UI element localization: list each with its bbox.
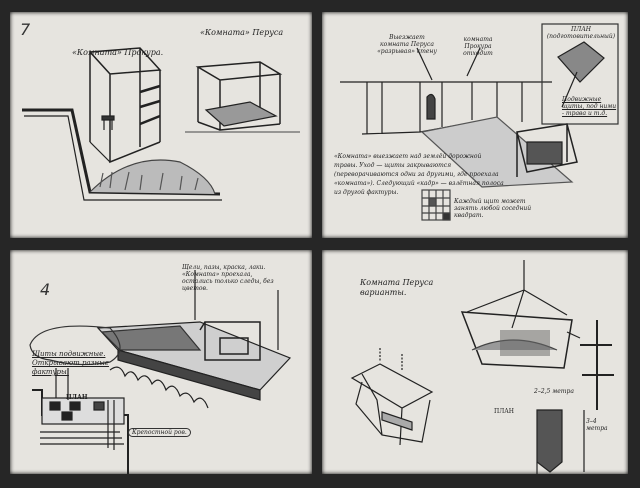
sketch-panel-platform: 4 Щели, пазы, краска, лаки. «Комната» пр…	[10, 250, 312, 474]
sketch-panel-rooms: 7 «Комната» Прокура. «Комната» Перуса	[10, 12, 312, 238]
label-perus-room: «Комната» Перуса	[200, 28, 284, 37]
sketch-panel-wall: Выезжает комната Перуса «разрывая» стену…	[322, 12, 628, 238]
plan-label: ПЛАН	[494, 408, 515, 415]
sketch-platform-drawing	[29, 270, 292, 474]
main-description: «Комната» выезжает над землёй дорожной т…	[334, 153, 504, 196]
plan-label: ПЛАН	[66, 394, 88, 401]
sketch-rooms-drawing	[22, 47, 300, 201]
callout-textures: Щели, пазы, краска, лаки. «Комната» прое…	[182, 264, 274, 292]
plan-title: ПЛАН (подготовительный)	[546, 26, 616, 40]
label-prokur-room: «Комната» Прокура.	[72, 48, 164, 57]
width-dimension-label: 2–2,5 метра	[534, 388, 574, 395]
length-dimension-label: 3–4 метра	[586, 418, 608, 432]
grid-note: Каждый щит может занять любой соседний к…	[454, 198, 532, 219]
panel-number: 4	[40, 280, 51, 299]
variants-title: Комната Перуса варианты.	[360, 278, 434, 297]
sketch-variants-drawing	[350, 260, 614, 474]
callout-perus-room-breaks-wall: Выезжает комната Перуса «разрывая» стену	[377, 34, 437, 55]
moat-label: Крепостной ров.	[128, 428, 191, 437]
plan-note: Подвижные щиты, под ними - трава и т.д.	[562, 96, 617, 117]
sketch-panel-variants: Комната Перуса варианты. 2–2,5 метра ПЛА…	[322, 250, 628, 474]
sketch-wall-drawing	[340, 23, 619, 221]
callout-prokur-room-moves: комната Прокура отходит	[463, 36, 493, 57]
panel-number: 7	[20, 20, 31, 39]
bubble-movable-panels: Щиты подвижные. Открывают разные фактуры…	[32, 350, 109, 376]
